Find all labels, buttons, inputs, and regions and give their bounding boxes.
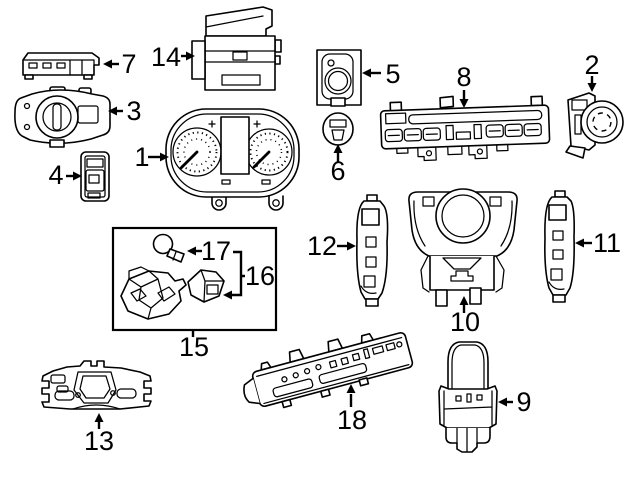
- callout-11-label: 11: [593, 228, 621, 258]
- part-bulb: [152, 233, 185, 263]
- part-lower-switch-strip: [243, 332, 414, 409]
- part-console-controller: [438, 341, 498, 453]
- callout-14-label: 14: [151, 42, 181, 72]
- callout-10-label: 10: [450, 307, 480, 337]
- callout-6-label: 6: [330, 156, 345, 186]
- callout-8-label: 8: [456, 62, 471, 92]
- callout-16-label: 16: [245, 261, 275, 291]
- callout-15-label: 15: [179, 332, 209, 362]
- part-mounting-bracket: [41, 360, 152, 410]
- part-headlamp-switch-unit: [14, 86, 111, 148]
- part-instrument-cluster: [165, 108, 300, 211]
- part-lamp-service-kit: [111, 226, 278, 332]
- part-center-console-switch-panel: [408, 188, 518, 307]
- callout-4-label: 4: [48, 160, 63, 190]
- part-small-push-switch: [80, 151, 110, 202]
- callout-13-label: 13: [84, 426, 114, 456]
- part-multi-switch-strip: [22, 52, 100, 80]
- part-display-module: [191, 6, 282, 91]
- part-climate-control-panel: [379, 95, 551, 162]
- callout-18-label: 18: [337, 405, 367, 435]
- callout-labels: 1 2 3 4 5 6 7 8 9 10 11 12 13 14 15 16 1…: [48, 42, 621, 456]
- callout-2-label: 2: [584, 50, 599, 80]
- part-left-switch-bank: [356, 194, 389, 307]
- part-bulb-socket: [187, 269, 225, 303]
- callout-17-label: 17: [201, 236, 231, 266]
- part-round-push-button: [322, 112, 354, 146]
- callout-12-label: 12: [307, 231, 337, 261]
- callout-5-label: 5: [385, 59, 400, 89]
- callout-1-label: 1: [134, 142, 149, 172]
- callout-7-label: 7: [121, 49, 136, 79]
- callout-3-label: 3: [126, 96, 141, 126]
- part-right-switch-bank: [544, 190, 575, 303]
- part-switch-bracket: [316, 49, 362, 107]
- callout-9-label: 9: [516, 387, 531, 417]
- part-rotary-headlamp-switch: [565, 92, 624, 159]
- part-lamp-housing: [120, 266, 187, 320]
- callout-arrows: [66, 51, 597, 429]
